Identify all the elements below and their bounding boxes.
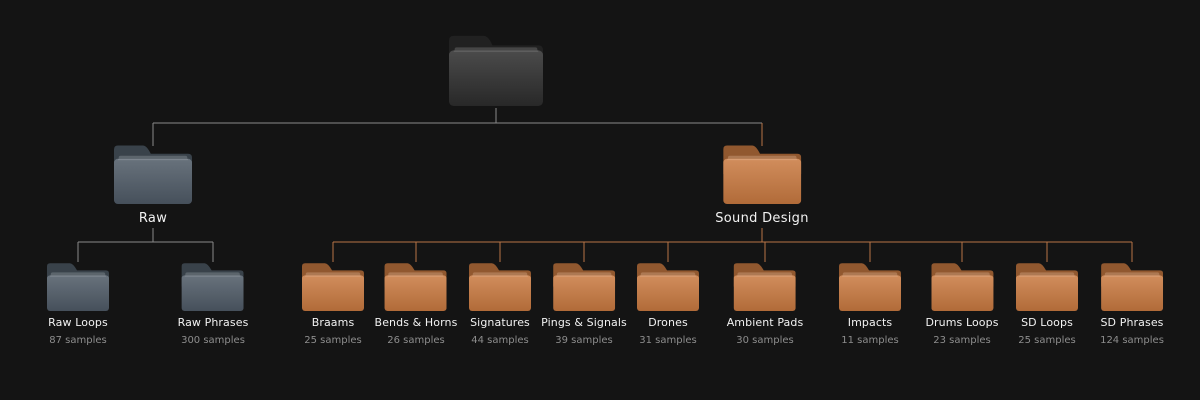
folder-signatures[interactable]: Signatures 44 samples	[469, 262, 531, 346]
folder-icon	[552, 263, 615, 311]
folder-label: Raw	[138, 211, 168, 226]
sample-count: 25 samples	[1018, 335, 1076, 346]
folder-sd-loops[interactable]: SD Loops 25 samples	[1016, 262, 1078, 346]
folder-icon	[302, 263, 364, 311]
folder-icon	[1101, 263, 1163, 311]
folder-raw-phrases[interactable]: Raw Phrases 300 samples	[178, 262, 249, 346]
sample-count: 300 samples	[181, 335, 245, 346]
folder-ambient-pads[interactable]: Ambient Pads 30 samples	[727, 262, 804, 346]
folder-icon	[734, 263, 796, 311]
folder-label: Drones	[648, 316, 688, 329]
folder-icon	[182, 263, 244, 311]
folder-label: SD Loops	[1021, 316, 1073, 329]
folder-icon	[931, 263, 993, 311]
folder-icon	[1016, 263, 1078, 311]
sample-count: 31 samples	[639, 335, 697, 346]
folder-raw-loops[interactable]: Raw Loops 87 samples	[47, 262, 109, 346]
sample-count: 87 samples	[49, 335, 107, 346]
folder-raw[interactable]: Raw	[114, 144, 192, 226]
folder-icon	[47, 263, 109, 311]
folder-label: SD Phrases	[1100, 316, 1164, 329]
folder-label: Impacts	[847, 316, 893, 329]
folder-bends-horns[interactable]: Bends & Horns 26 samples	[375, 262, 458, 346]
folder-label: Ambient Pads	[726, 316, 804, 329]
folder-icon	[114, 145, 192, 204]
folder-drums-loops[interactable]: Drums Loops 23 samples	[925, 262, 998, 346]
folder-label: Drums Loops	[925, 316, 999, 329]
folder-label: Signatures	[470, 316, 530, 329]
folder-icon	[637, 263, 699, 311]
root-folder[interactable]	[449, 34, 543, 106]
folder-drones[interactable]: Drones 31 samples	[637, 262, 699, 346]
sample-count: 23 samples	[933, 335, 991, 346]
folder-icon	[385, 263, 447, 311]
sample-count: 30 samples	[736, 335, 794, 346]
folder-label: Sound Design	[715, 211, 809, 226]
folder-impacts[interactable]: Impacts 11 samples	[839, 262, 901, 346]
sample-count: 39 samples	[555, 335, 613, 346]
sample-count: 26 samples	[387, 335, 445, 346]
folder-label: Raw Loops	[48, 316, 108, 329]
sample-count: 124 samples	[1100, 335, 1164, 346]
folder-sd-phrases[interactable]: SD Phrases 124 samples	[1100, 262, 1164, 346]
folder-label: Bends & Horns	[374, 316, 458, 329]
folder-pings-signals[interactable]: Pings & Signals 39 samples	[541, 262, 627, 346]
folder-icon	[839, 263, 901, 311]
folder-label: Braams	[311, 316, 355, 329]
folder-icon	[723, 145, 801, 204]
folder-icon	[469, 263, 531, 311]
sample-count: 44 samples	[471, 335, 529, 346]
folder-label: Pings & Signals	[541, 316, 627, 329]
folder-sound-design[interactable]: Sound Design	[715, 144, 809, 226]
sample-count: 25 samples	[304, 335, 362, 346]
sample-count: 11 samples	[841, 335, 899, 346]
folder-braams[interactable]: Braams 25 samples	[302, 262, 364, 346]
folder-label: Raw Phrases	[177, 316, 249, 329]
folder-icon	[449, 35, 543, 106]
